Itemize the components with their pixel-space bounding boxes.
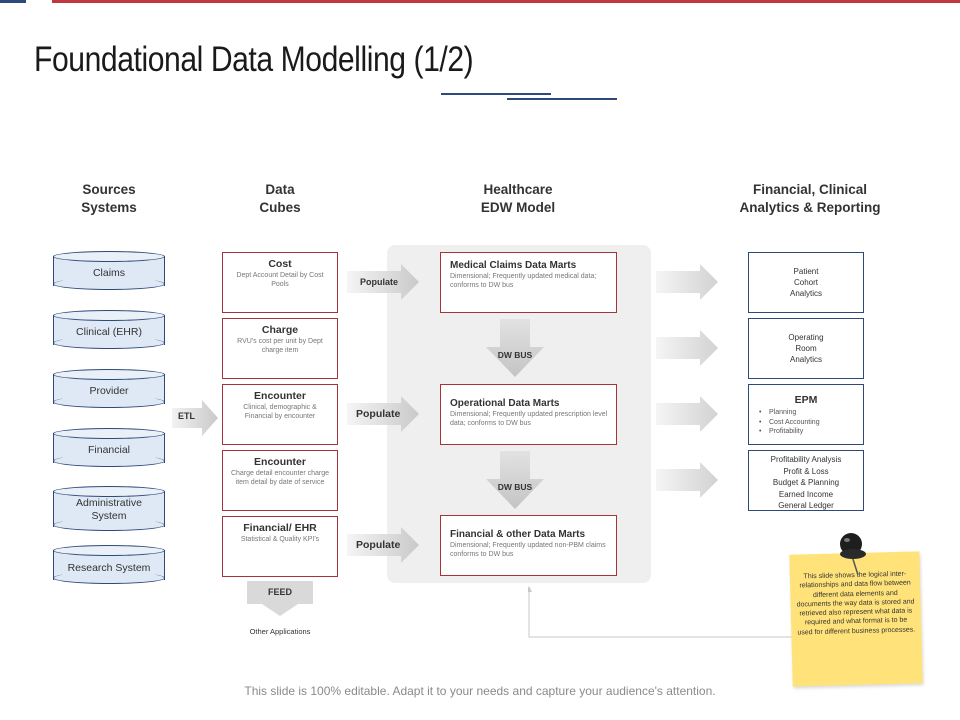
source-database-research: Research System — [53, 545, 165, 584]
populate-arrow-icon — [347, 396, 419, 432]
source-database-claims: Claims — [53, 251, 165, 290]
data-mart-description: Dimensional; Frequently updated non-PBM … — [450, 542, 606, 558]
cube-title: Encounter — [254, 390, 306, 402]
source-database-financial: Financial — [53, 428, 165, 467]
cube-description: RVU's cost per unit by Dept charge item — [237, 338, 323, 354]
populate-label: Populate — [360, 277, 399, 287]
title-underline — [441, 93, 551, 95]
column-heading-cubes: Data Cubes — [259, 182, 301, 215]
output-arrow-icon — [656, 330, 718, 366]
cube-title: Cost — [268, 258, 292, 270]
source-label: Administrative System — [76, 497, 142, 522]
populate-arrow-icon — [347, 264, 419, 300]
etl-arrow-icon — [172, 400, 218, 436]
output-arrow-icon — [656, 396, 718, 432]
report-text: Profitability Analysis Profit & Loss Bud… — [770, 455, 842, 510]
cube-charge: Charge RVU's cost per unit by Dept charg… — [222, 318, 338, 379]
cube-encounter-detail: Encounter Charge detail encounter charge… — [222, 450, 338, 511]
feedback-connector-line — [528, 586, 800, 638]
output-arrow-icon — [656, 462, 718, 498]
populate-label: Populate — [356, 408, 401, 420]
dw-bus-down-arrow-icon — [486, 319, 544, 377]
data-mart-description: Dimensional; Frequently updated medical … — [450, 273, 597, 289]
top-accent-line — [52, 0, 960, 3]
report-epm: EPM Planning Cost Accounting Profitabili… — [748, 384, 864, 445]
other-applications-label: Other Applications — [249, 627, 311, 636]
output-arrow-icon — [656, 264, 718, 300]
cube-encounter: Encounter Clinical, demographic & Financ… — [222, 384, 338, 445]
source-label: Claims — [92, 267, 126, 279]
push-pin-icon — [840, 533, 866, 576]
cube-cost: Cost Dept Account Detail by Cost Pools — [222, 252, 338, 313]
cube-description: Charge detail encounter charge item deta… — [230, 470, 330, 486]
footer-caption: This slide is 100% editable. Adapt it to… — [244, 684, 716, 698]
column-heading-sources: Sources Systems — [81, 182, 137, 215]
cube-description: Statistical & Quality KPI's — [240, 536, 320, 543]
epm-list-item: Profitability — [759, 427, 863, 437]
report-patient-cohort: Patient Cohort Analytics — [748, 252, 864, 313]
data-mart-title: Operational Data Marts — [450, 398, 560, 409]
source-database-clinical: Clinical (EHR) — [53, 310, 165, 349]
report-text: Operating Room Analytics — [788, 333, 824, 364]
slide-title: Foundational Data Modelling (1/2) — [34, 40, 474, 79]
feed-down-arrow-icon — [262, 604, 298, 616]
title-underline — [507, 98, 617, 100]
epm-list-item: Cost Accounting — [759, 418, 863, 428]
dw-bus-down-arrow-icon — [486, 451, 544, 509]
dw-bus-label: DW BUS — [497, 482, 533, 492]
top-left-accent-bar — [0, 0, 26, 3]
cube-title: Financial/ EHR — [243, 522, 317, 534]
cube-financial-ehr: Financial/ EHR Statistical & Quality KPI… — [222, 516, 338, 577]
data-mart-description: Dimensional; Frequently updated prescrip… — [450, 411, 608, 427]
source-label: Research System — [67, 562, 151, 574]
source-label: Financial — [87, 444, 131, 456]
epm-list-item: Planning — [759, 408, 863, 418]
sticky-note-text: This slide shows the logical inter-relat… — [796, 570, 916, 637]
report-title: EPM — [794, 394, 818, 406]
data-mart-title: Financial & other Data Marts — [450, 529, 586, 540]
feed-box: FEED — [247, 581, 313, 604]
data-mart-medical-claims: Medical Claims Data Marts Dimensional; F… — [440, 252, 617, 313]
column-heading-reporting: Financial, Clinical Analytics & Reportin… — [739, 182, 881, 215]
data-mart-operational: Operational Data Marts Dimensional; Freq… — [440, 384, 617, 445]
etl-label: ETL — [178, 411, 195, 421]
source-database-administrative: Administrative System — [53, 486, 165, 531]
report-text: Patient Cohort Analytics — [789, 267, 822, 298]
source-label: Clinical (EHR) — [76, 326, 142, 338]
dw-bus-label: DW BUS — [497, 350, 533, 360]
data-mart-financial-other: Financial & other Data Marts Dimensional… — [440, 515, 617, 576]
cube-title: Encounter — [254, 456, 306, 468]
source-label: Provider — [89, 385, 129, 397]
report-operating-room: Operating Room Analytics — [748, 318, 864, 379]
populate-label: Populate — [356, 539, 401, 551]
epm-list: Planning Cost Accounting Profitability — [759, 408, 863, 437]
data-mart-title: Medical Claims Data Marts — [450, 260, 577, 271]
source-database-provider: Provider — [53, 369, 165, 408]
populate-arrow-icon — [347, 527, 419, 563]
column-heading-edw: Healthcare EDW Model — [480, 182, 556, 215]
cube-title: Charge — [261, 324, 299, 336]
cube-description: Clinical, demographic & Financial by enc… — [243, 404, 317, 420]
cube-description: Dept Account Detail by Cost Pools — [236, 272, 324, 288]
report-financial: Profitability Analysis Profit & Loss Bud… — [748, 450, 864, 511]
